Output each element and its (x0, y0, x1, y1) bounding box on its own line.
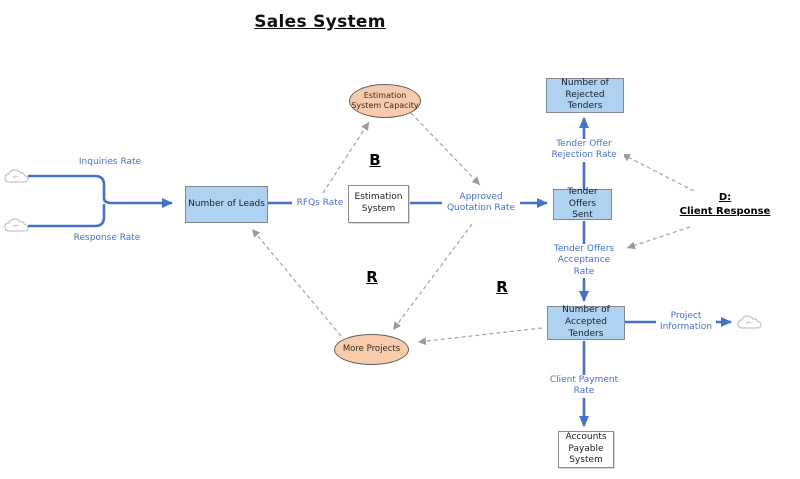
system-accounts-payable: Accounts Payable System (558, 431, 614, 468)
cloud-source-response-icon (4, 218, 29, 232)
delay-label-client-response: D: Client Response (675, 191, 775, 219)
loop-label-b: B (369, 151, 381, 169)
connector-delay-to-rejection (621, 153, 695, 192)
stock-number-of-rejected-tenders: Number of Rejected Tenders (546, 78, 624, 113)
connector-more-projects-to-leads (251, 228, 342, 337)
rate-tender-offers-acceptance: Tender Offers Acceptance Rate (549, 244, 619, 278)
rate-tender-offer-rejection: Tender Offer Rejection Rate (544, 139, 624, 162)
loop-label-r-right: R (496, 278, 508, 296)
rate-response: Response Rate (73, 233, 141, 243)
flow-into-leads-arrow (102, 197, 173, 208)
flow-response-pipe (28, 204, 106, 228)
connector-accepted-to-more-projects (417, 327, 543, 346)
diagram-title: Sales System (254, 12, 386, 32)
cloud-source-inquiries-icon (4, 169, 29, 183)
rate-approved-quotation: Approved Quotation Rate (442, 192, 520, 215)
connector-capacity-to-approved (410, 112, 481, 186)
connector-rfqs-to-capacity (322, 121, 370, 194)
aux-estimation-system-capacity: Estimation System Capacity (349, 84, 421, 118)
cloud-sink-project-icon (737, 315, 762, 329)
loop-label-r-left: R (366, 268, 378, 286)
connector-delay-to-acceptance (626, 226, 691, 250)
stock-tender-offers-sent: Tender Offers Sent (553, 187, 612, 220)
aux-more-projects: More Projects (334, 334, 409, 365)
system-estimation-system: Estimation System (348, 185, 409, 223)
flow-inquiries-pipe (28, 174, 106, 198)
rate-client-payment: Client Payment Rate (544, 375, 624, 398)
stock-number-of-accepted-tenders: Number of Accepted Tenders (547, 305, 625, 340)
rate-project-information: Project Information (656, 311, 716, 334)
rate-inquiries: Inquiries Rate (78, 157, 142, 167)
rate-rfqs: RFQs Rate (292, 198, 348, 210)
stock-number-of-leads: Number of Leads (185, 186, 268, 223)
connector-approved-to-more-projects (392, 223, 473, 331)
